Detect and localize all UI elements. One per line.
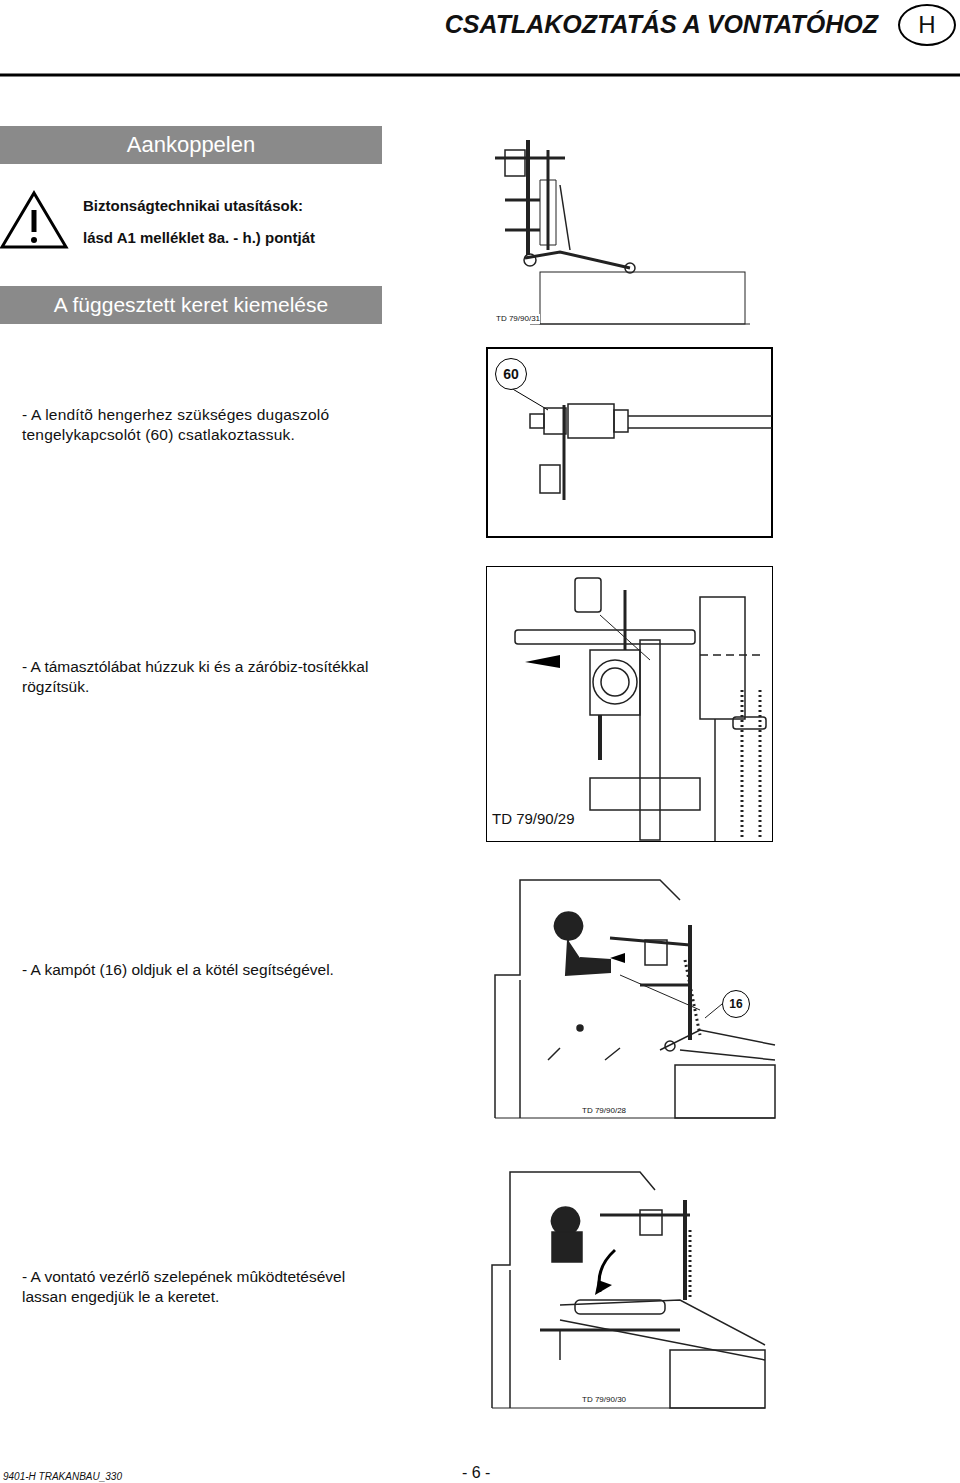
support-leg-figure <box>515 578 766 842</box>
node-text: Aankoppelen <box>127 132 255 158</box>
instruction-text: - A lendítõ hengerhez szükséges dugaszol… <box>22 405 384 445</box>
node-text: TD 79/90/29 <box>492 810 575 827</box>
figure-code: TD 79/90/28 <box>582 1106 626 1116</box>
subsection-band: A függesztett keret kiemelése <box>0 286 382 324</box>
callout-number: 16 <box>722 990 750 1018</box>
figure-code: TD 79/90/31 <box>496 314 540 324</box>
page-number: - 6 - <box>462 1463 490 1483</box>
language-badge: H <box>898 4 956 46</box>
safety-heading: Biztonságtechnikai utasítások: <box>83 196 303 216</box>
callout-number: 60 <box>495 358 527 390</box>
document-code: 9401-H TRAKANBAU_330 <box>3 1470 122 1483</box>
hook-release-figure <box>495 880 775 1118</box>
node-text: 16 <box>729 997 742 1011</box>
section-band: Aankoppelen <box>0 126 382 164</box>
figure-frame: TD 79/90/29 <box>486 566 773 842</box>
lowering-figure <box>492 1172 765 1408</box>
header-rule <box>0 74 960 77</box>
warning-symbol <box>2 193 66 247</box>
node-text: A függesztett keret kiemelése <box>54 293 328 317</box>
figure-code: TD 79/90/30 <box>582 1395 626 1405</box>
page-title: CSATLAKOZTATÁS A VONTATÓHOZ <box>445 8 878 41</box>
node-text: 60 <box>503 366 519 382</box>
instruction-text: - A támasztólábat húzzuk ki és a záróbiz… <box>22 657 384 697</box>
coupling-figure <box>487 348 772 537</box>
instruction-text: - A kampót (16) oldjuk el a kötél segíts… <box>22 960 384 980</box>
safety-reference: lásd A1 melléklet 8a. - h.) pontját <box>83 228 315 248</box>
instruction-text: - A vontató vezérlõ szelepének mûködteté… <box>22 1267 384 1307</box>
node-text: H <box>918 11 935 39</box>
mower-frame-figure <box>495 140 750 324</box>
